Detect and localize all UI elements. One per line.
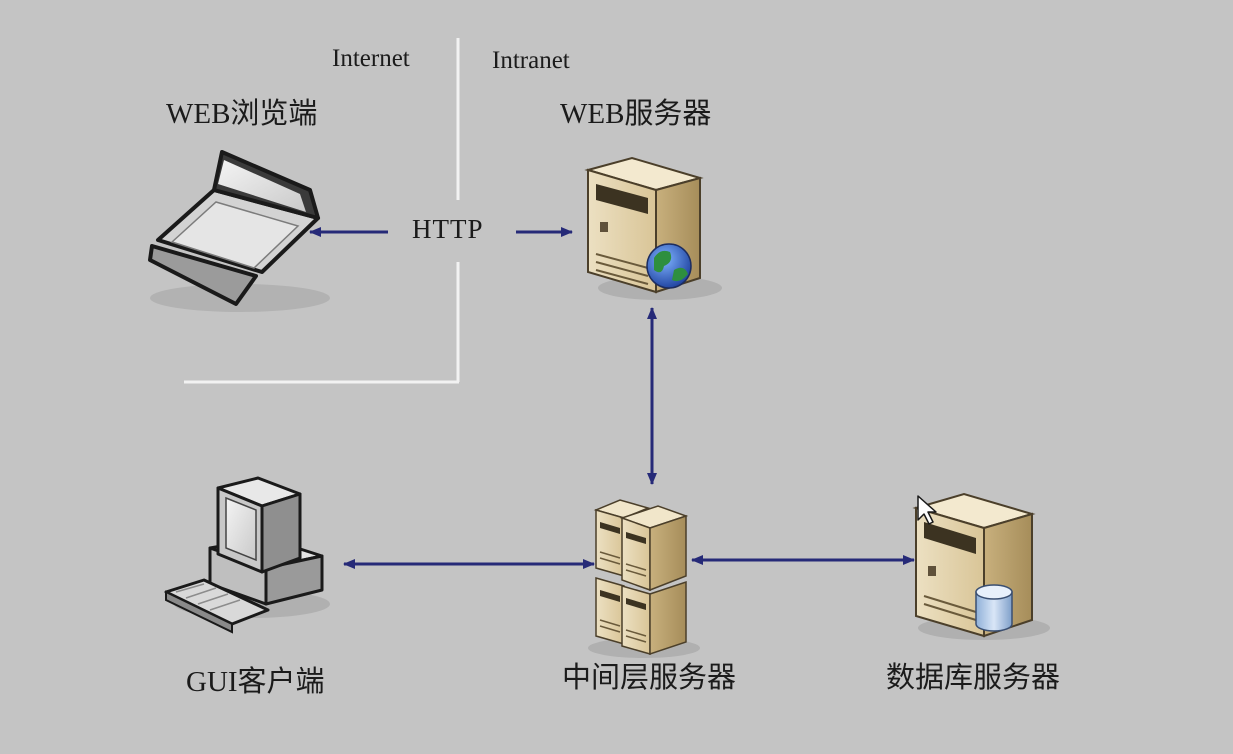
database-server-label: 数据库服务器 [886, 662, 1061, 694]
web-server-label: WEB服务器 [560, 98, 712, 130]
web-browser-label: WEB浏览端 [166, 98, 318, 130]
network-boundary [184, 38, 460, 384]
connections [309, 227, 915, 569]
http-protocol-label: HTTP [412, 214, 484, 244]
gui-client-label: GUI客户端 [186, 666, 325, 698]
web-server-icon [584, 156, 722, 300]
server-cluster-icon [588, 499, 700, 658]
middle-tier-server-label: 中间层服务器 [562, 662, 737, 694]
intranet-zone-label: Intranet [492, 47, 570, 74]
mouse-pointer-icon [917, 495, 937, 525]
database-server-icon [912, 492, 1050, 640]
laptop-icon [148, 150, 330, 312]
desktop-computer-icon [164, 476, 330, 634]
internet-zone-label: Internet [332, 45, 410, 72]
